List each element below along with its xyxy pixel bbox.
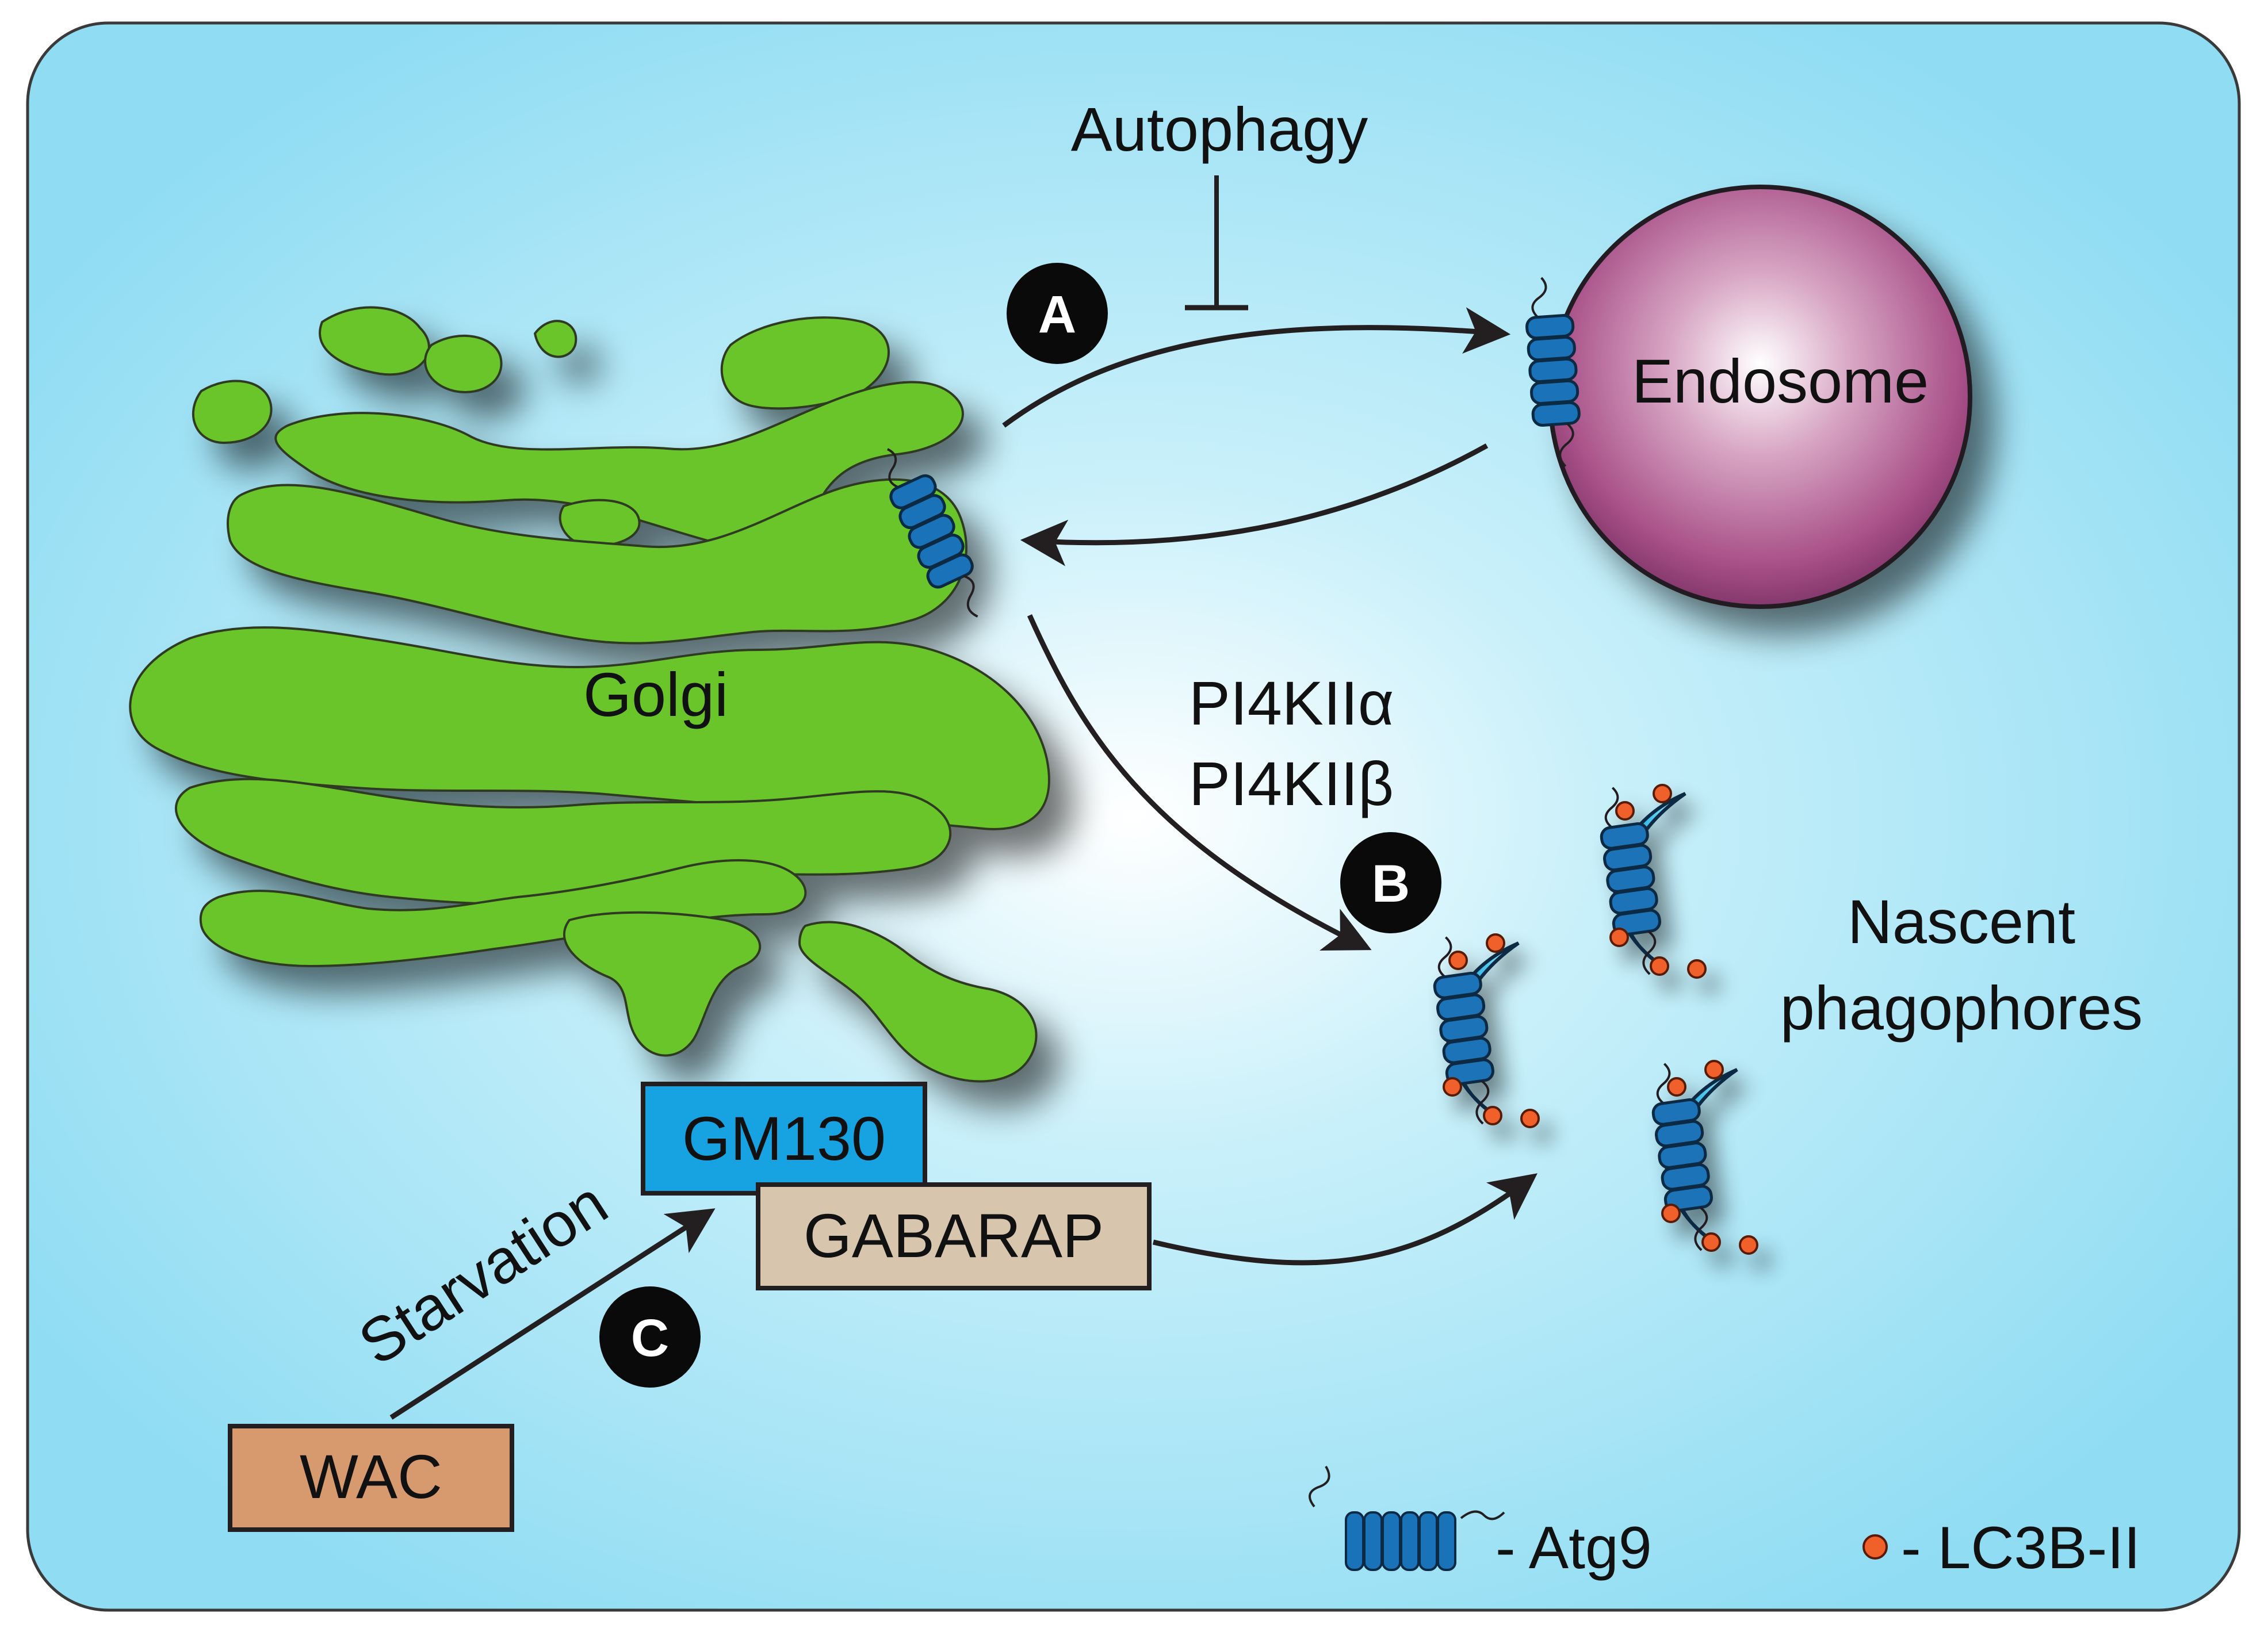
legend-atg9-label: - Atg9 (1496, 1515, 1652, 1581)
golgi-organelle (129, 306, 1050, 1083)
svg-text:GM130: GM130 (682, 1104, 886, 1173)
wac-box: WAC (228, 1424, 514, 1532)
gabarap-box: GABARAP (756, 1182, 1152, 1290)
svg-text:C: C (631, 1309, 669, 1367)
kinase-alpha-label: PI4KIIα (1189, 668, 1394, 738)
legend-lc3b-label: - LC3B-II (1901, 1515, 2140, 1581)
kinase-beta-label: PI4KIIβ (1189, 749, 1394, 818)
phagophores-label-line1: Nascent (1848, 887, 2075, 956)
phagophores-label-line2: phagophores (1780, 973, 2143, 1043)
gm130-box: GM130 (641, 1082, 927, 1196)
arrow-golgi-to-phagophores (1027, 614, 1372, 951)
golgi-label: Golgi (583, 660, 728, 729)
svg-text:A: A (1038, 285, 1076, 344)
autophagy-label: Autophagy (1071, 94, 1368, 164)
legend: - Atg9 - LC3B-II (1309, 1465, 2140, 1581)
svg-text:GABARAP: GABARAP (804, 1201, 1104, 1270)
svg-text:B: B (1372, 855, 1410, 913)
svg-text:WAC: WAC (300, 1442, 442, 1511)
legend-atg9-icon (1309, 1465, 1505, 1571)
badge-b: B (1340, 832, 1441, 933)
arrow-golgi-to-endosome (1002, 307, 1511, 428)
arrow-wac-to-gm130 (389, 1208, 716, 1420)
arrow-gabarap-to-phagophores (1152, 1173, 1538, 1266)
badge-c: C (599, 1286, 701, 1388)
endosome-label: Endosome (1632, 346, 1929, 416)
badge-a: A (1007, 263, 1108, 364)
lc3b-dot-icon (1862, 1534, 1888, 1560)
arrow-endosome-to-golgi (1020, 443, 1489, 566)
